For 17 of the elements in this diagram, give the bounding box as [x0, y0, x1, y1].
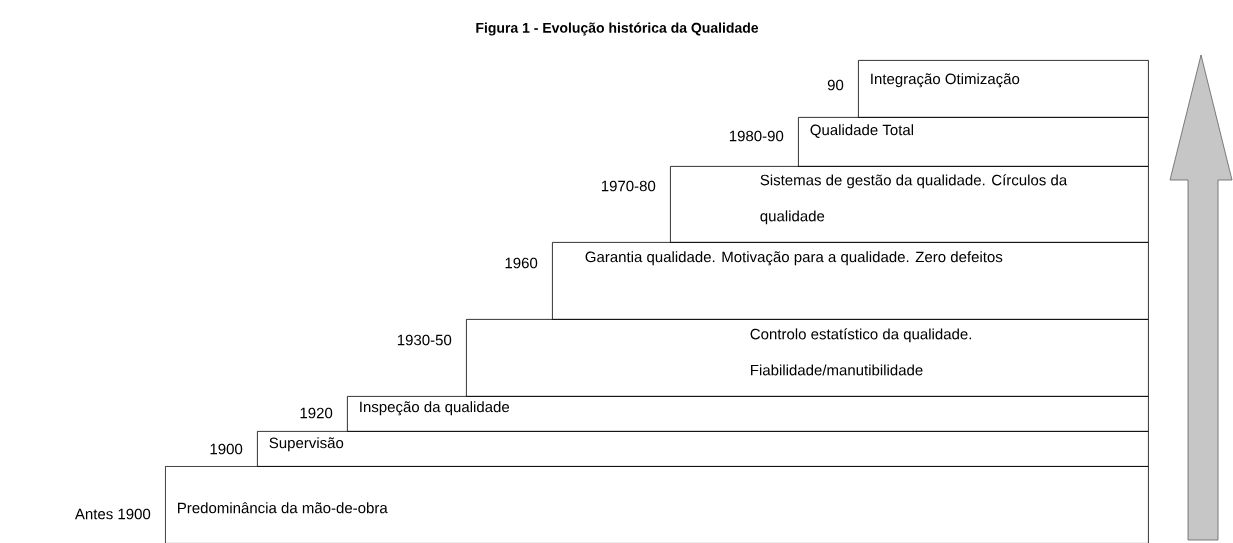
- step-box: Sistemas de gestão da qualidade. Círculos da qualidade: [670, 166, 1149, 243]
- year-label: 90: [827, 79, 844, 91]
- step-box: Qualidade Total: [798, 117, 1149, 167]
- year-label: 1930-50: [397, 334, 452, 346]
- year-label: 1900: [210, 443, 243, 455]
- year-label: 1960: [505, 257, 538, 269]
- year-label: 1970-80: [601, 180, 656, 192]
- step-box: Inspeção da qualidade: [347, 396, 1149, 432]
- title: Figura 1 - Evolução histórica da Qualidade: [476, 22, 759, 36]
- step-box: Supervisão: [257, 431, 1149, 467]
- step-box: Integração Otimização: [858, 60, 1149, 118]
- year-label: 1920: [300, 407, 333, 419]
- step-box: Predominância da mão-de-obra: [165, 466, 1149, 543]
- step-box: Controlo estatístico da qualidade. Fiabilidade/manutibilidade: [466, 319, 1149, 397]
- year-label: 1980-90: [729, 130, 784, 142]
- year-label: Antes 1900: [74, 508, 151, 520]
- step-box: Garantia qualidade. Motivação para a qualidade. Zero defeitos: [552, 242, 1149, 320]
